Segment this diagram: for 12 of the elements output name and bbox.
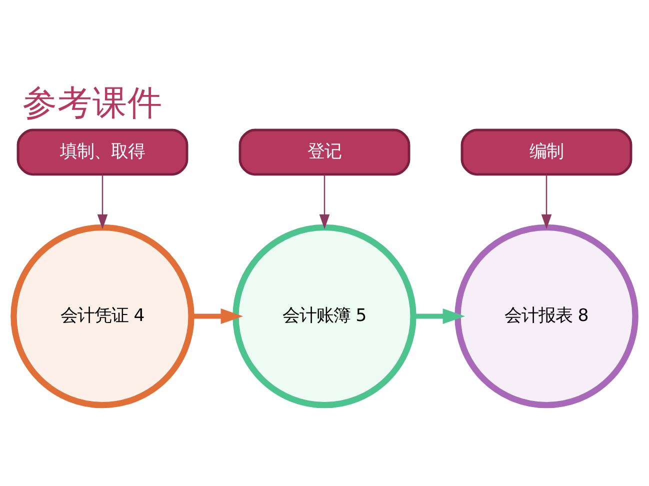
arrow: [191, 308, 244, 324]
node-box: 登记: [238, 128, 410, 176]
node-circle: 会计凭证 4: [10, 224, 194, 408]
node-circle: 会计报表 8: [454, 224, 638, 408]
node-box: 填制、取得: [16, 128, 188, 176]
arrow: [97, 174, 108, 229]
arrow: [413, 308, 466, 324]
arrow: [319, 174, 330, 229]
node-box: 编制: [460, 128, 632, 176]
diagram-title: 参考课件: [22, 82, 163, 123]
node-circle: 会计账簿 5: [232, 224, 416, 408]
arrow: [541, 174, 552, 229]
